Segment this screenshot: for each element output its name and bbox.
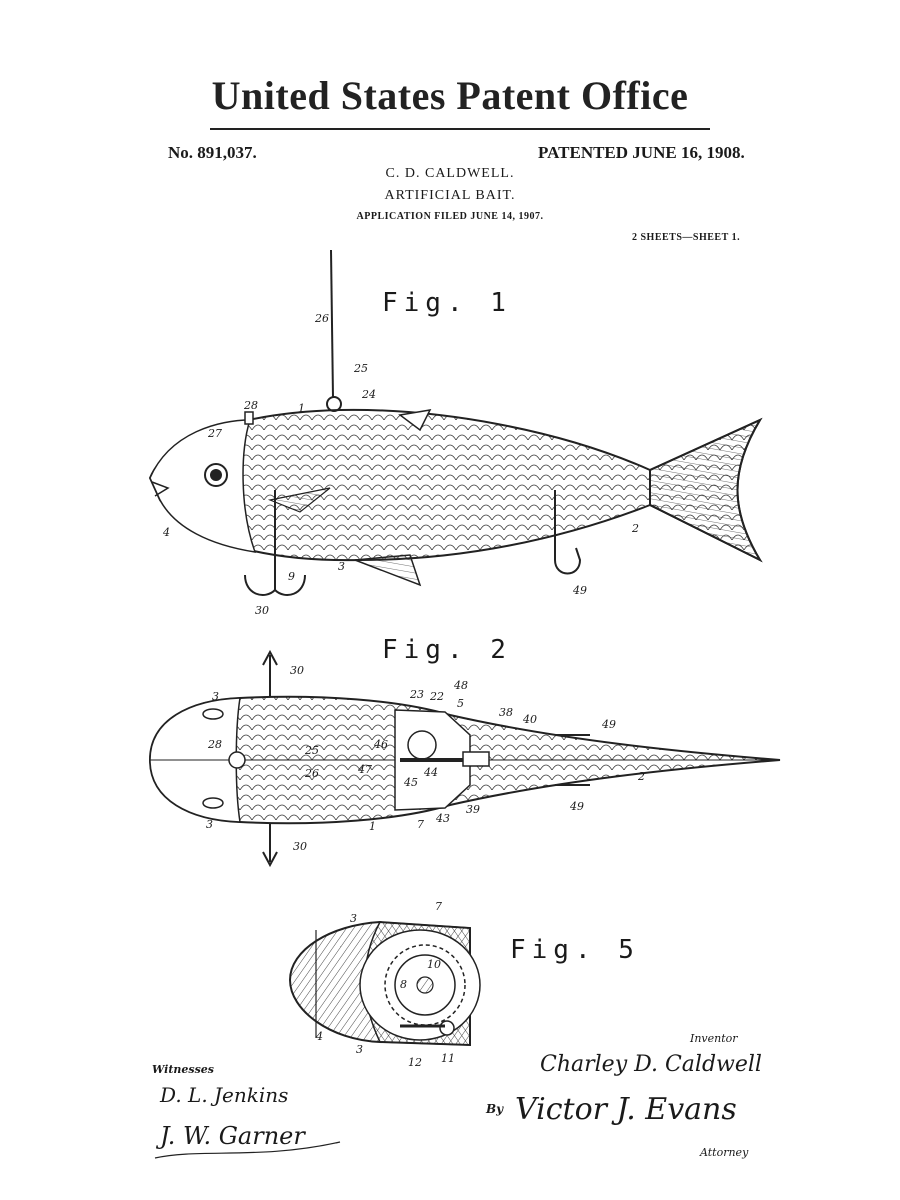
- application-filed: APPLICATION FILED JUNE 14, 1907.: [356, 211, 544, 222]
- witnesses-label: Witnesses: [152, 1063, 214, 1076]
- fig2-ref: 1: [369, 820, 376, 833]
- fig5-label: Fig. 5: [510, 935, 640, 965]
- fig2-ref: 25: [305, 744, 319, 757]
- patent-number: No. 891,037.: [168, 143, 257, 162]
- fig5-ref: 8: [400, 978, 407, 991]
- fig1-ref: 24: [362, 388, 376, 401]
- fig2-ref: 2: [638, 770, 645, 783]
- fig2-ref: 40: [523, 713, 537, 726]
- fig2-ref: 22: [430, 690, 444, 703]
- fig2-ref: 47: [358, 763, 372, 776]
- office-banner: United States Patent Office: [211, 73, 689, 118]
- fig1-ref: 4: [163, 526, 170, 539]
- fig2-ref: 49: [570, 800, 584, 813]
- fig5-ref: 11: [441, 1052, 455, 1065]
- fig2-ref: 44: [424, 766, 438, 779]
- fig2-fish: [148, 649, 781, 868]
- fig5-ref: 3: [356, 1043, 363, 1056]
- fig1-ref: 26: [315, 312, 329, 325]
- fig1-ref: 30: [255, 604, 269, 617]
- patent-date: PATENTED JUNE 16, 1908.: [538, 143, 745, 162]
- fig5-ref: 4: [316, 1030, 323, 1043]
- fig2-ref: 43: [436, 812, 450, 825]
- fig5-ref: 12: [408, 1056, 422, 1069]
- attorney-signature: Victor J. Evans: [515, 1092, 737, 1127]
- fig2-ref: 3: [206, 818, 213, 831]
- fig2-ref: 23: [410, 688, 424, 701]
- invention-title: ARTIFICIAL BAIT.: [384, 188, 516, 203]
- by-label: By: [486, 1102, 504, 1116]
- fig1-ref: 25: [354, 362, 368, 375]
- fig1-label: Fig. 1: [382, 288, 512, 318]
- fig1-ref: 49: [573, 584, 587, 597]
- fig1-ref: 27: [208, 427, 222, 440]
- fig2-ref: 39: [466, 803, 480, 816]
- fig1-ref: 9: [288, 570, 295, 583]
- fig2-ref: 30: [293, 840, 307, 853]
- fig2-ref: 45: [404, 776, 418, 789]
- fig2-ref: 38: [499, 706, 513, 719]
- fig1-ref: 28: [244, 399, 258, 412]
- witness1-signature: D. L. Jenkins: [160, 1083, 289, 1107]
- fig2-ref: 5: [457, 697, 464, 710]
- witness2-signature: J. W. Garner: [160, 1122, 305, 1150]
- inventor-heading: C. D. CALDWELL.: [385, 166, 515, 181]
- fig5-section: [288, 920, 481, 1047]
- witness-flourish: [154, 1141, 341, 1159]
- sheet-count: 2 SHEETS—SHEET 1.: [632, 232, 741, 243]
- fig1-ref: 1: [298, 402, 305, 415]
- fig5-ref: 10: [427, 958, 441, 971]
- fig2-label: Fig. 2: [382, 635, 512, 665]
- fig2-ref: 3: [212, 690, 219, 703]
- fig2-ref: 46: [374, 738, 388, 751]
- header-rule: [210, 128, 710, 130]
- fig1-ref: 3: [338, 560, 345, 573]
- fig5-ref: 7: [435, 900, 442, 913]
- attorney-label: Attorney: [700, 1146, 749, 1159]
- fig5-ref: 3: [350, 912, 357, 925]
- fig2-ref: 49: [602, 718, 616, 731]
- inventor-label: Inventor: [690, 1032, 738, 1045]
- fig2-ref: 48: [454, 679, 468, 692]
- fig1-fish: [148, 249, 763, 596]
- fig2-ref: 26: [305, 767, 319, 780]
- inventor-signature: Charley D. Caldwell: [540, 1052, 762, 1077]
- fig1-ref: 2: [632, 522, 639, 535]
- fig2-ref: 28: [208, 738, 222, 751]
- fig2-ref: 30: [290, 664, 304, 677]
- fig2-ref: 7: [417, 818, 424, 831]
